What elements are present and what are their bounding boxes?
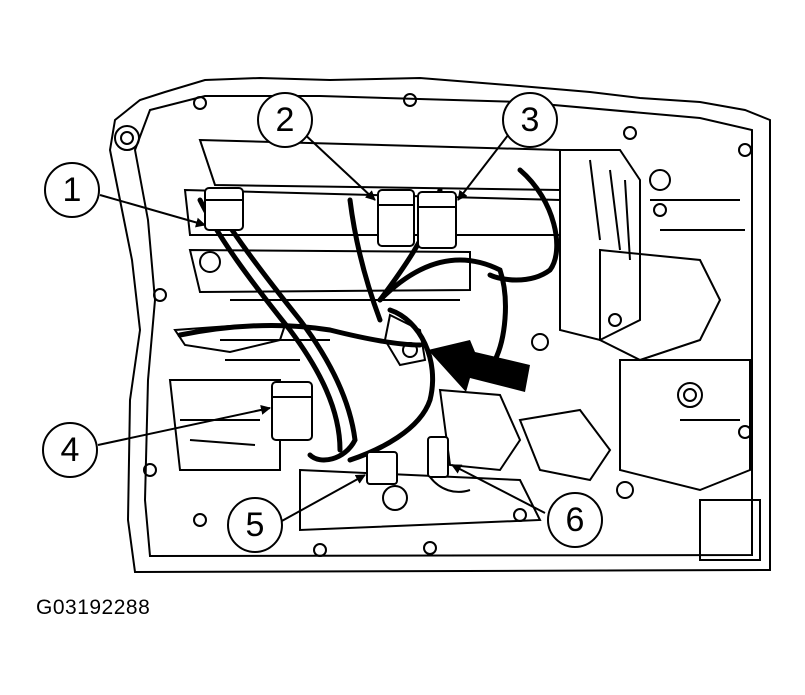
leader-line-6 <box>451 464 546 514</box>
callout-label-3: 3 <box>521 101 540 139</box>
harness-clip <box>173 323 287 354</box>
leader-lines <box>97 129 546 523</box>
callout-4: 4 <box>42 422 98 478</box>
leader-line-1 <box>99 194 206 228</box>
leader-line-5 <box>279 474 366 523</box>
figure-code: G03192288 <box>36 596 151 619</box>
connector-6 <box>427 436 471 493</box>
callout-label-2: 2 <box>276 101 295 139</box>
harness-bracket <box>383 313 427 367</box>
transmission-valve-body-diagram: 1 2 3 4 5 6 <box>42 76 771 574</box>
callout-3: 3 <box>502 92 558 148</box>
callout-5: 5 <box>227 497 283 553</box>
valve-body-casing <box>108 76 771 574</box>
bolt-location-arrow <box>428 340 530 392</box>
callout-label-6: 6 <box>566 501 585 539</box>
callout-1: 1 <box>44 162 100 218</box>
wiring-harness <box>177 167 560 463</box>
callout-2: 2 <box>257 92 313 148</box>
connector-2 <box>377 189 415 247</box>
leader-line-3 <box>457 129 513 201</box>
connector-1 <box>204 187 244 231</box>
callout-label-5: 5 <box>246 506 265 544</box>
bolt-holes <box>114 93 752 557</box>
callout-label-1: 1 <box>63 171 82 209</box>
leader-line-4 <box>97 405 271 446</box>
connector-3 <box>417 191 457 249</box>
callout-6: 6 <box>547 492 603 548</box>
connector-5 <box>366 451 398 485</box>
callout-label-4: 4 <box>61 431 80 469</box>
connector-4 <box>271 381 313 441</box>
leader-line-2 <box>299 129 376 201</box>
